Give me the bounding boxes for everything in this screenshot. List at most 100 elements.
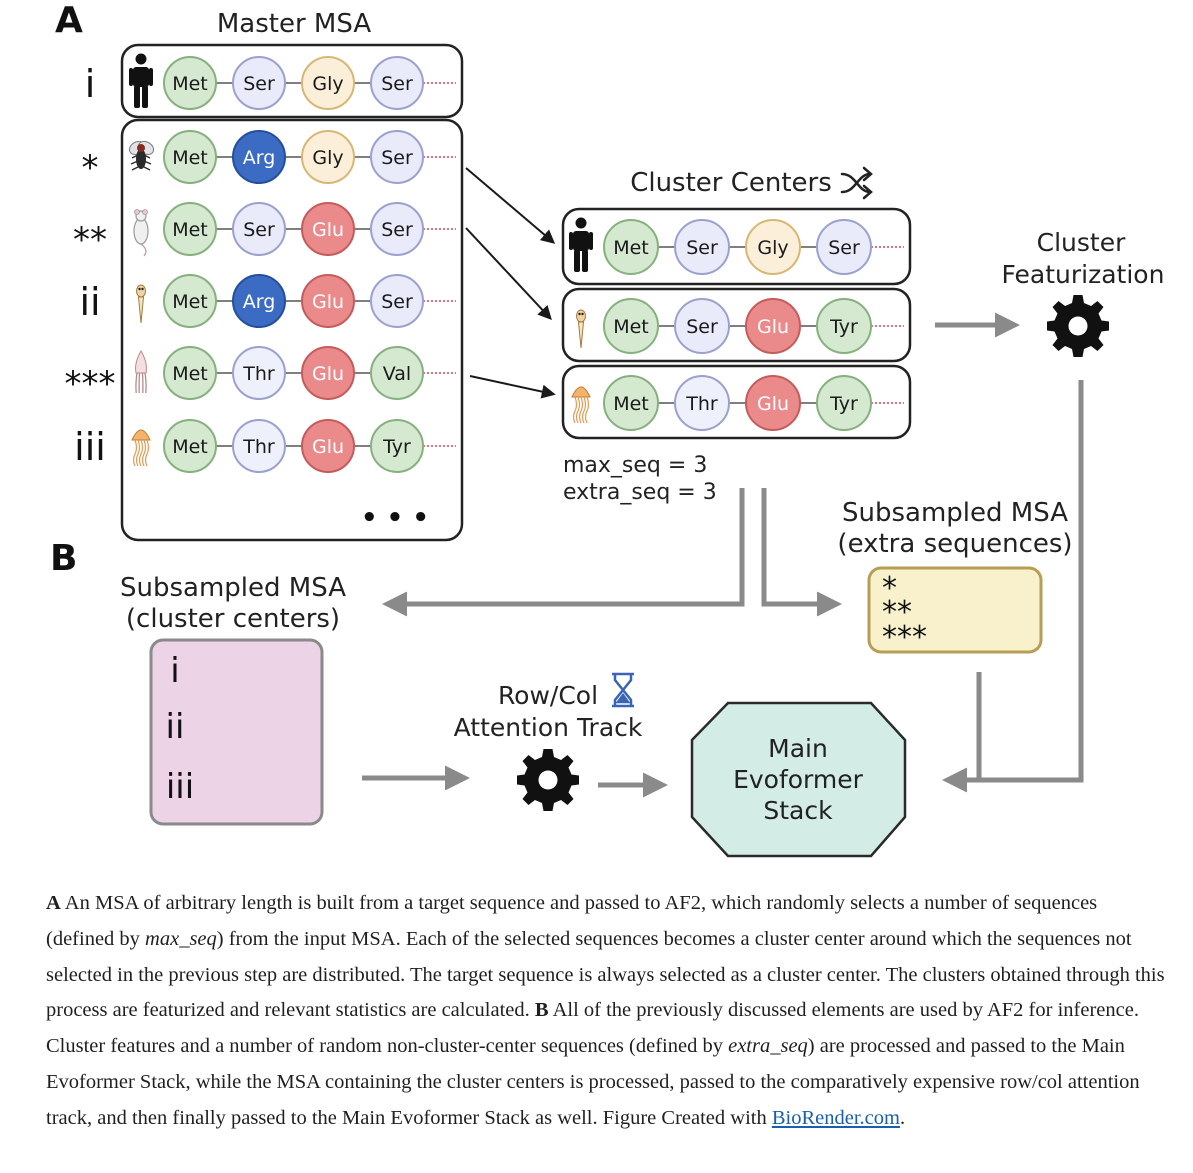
- fly-icon: [128, 140, 155, 171]
- mouse-icon: [133, 209, 149, 257]
- zebrafish-icon: [576, 309, 586, 349]
- residue-met: Met: [603, 298, 659, 354]
- residue-label: Arg: [243, 291, 276, 313]
- residue-label: Val: [383, 363, 411, 385]
- residue-met: Met: [163, 346, 217, 400]
- caption-a-text-1: An MSA of arbitrary length is built from…: [46, 892, 1098, 950]
- human-icon: [569, 217, 593, 272]
- row-marker: ii: [79, 280, 100, 324]
- residue-glu: Glu: [301, 419, 355, 473]
- cluster-center-row: Met Ser Glu Tyr: [576, 298, 904, 354]
- row-marker: i: [85, 62, 96, 106]
- jellyfish-icon: [571, 386, 591, 424]
- residue-tyr: Tyr: [816, 375, 872, 431]
- residue-ser: Ser: [674, 219, 730, 275]
- subsampled-extra-item-3: ***: [882, 620, 927, 655]
- subsampled-clusters-box: [149, 638, 324, 826]
- residue-label: Tyr: [382, 436, 411, 458]
- residue-label: Met: [172, 73, 208, 95]
- human-icon: [129, 53, 153, 108]
- cluster-center-box-1: [561, 207, 912, 286]
- cluster-center-row: Met Ser Gly Ser: [569, 217, 904, 275]
- evoformer-label-2: Evoformer: [733, 765, 864, 794]
- subsampled-extra-item-2: **: [882, 595, 912, 630]
- residue-label: Ser: [381, 219, 413, 241]
- subsampled-clusters-item-1: i: [170, 651, 179, 691]
- residue-val: Val: [370, 346, 424, 400]
- residue-met: Met: [163, 274, 217, 328]
- residue-met: Met: [163, 56, 217, 110]
- residue-label: Gly: [757, 237, 788, 259]
- panel-a-label: A: [55, 0, 83, 41]
- cluster-arrow-1: [465, 167, 556, 244]
- residue-label: Gly: [312, 73, 343, 95]
- subsampled-clusters-item-3: iii: [166, 767, 194, 807]
- residue-ser: Ser: [370, 130, 424, 184]
- residue-arg: Arg: [232, 274, 286, 328]
- attention-track-label-2: Attention Track: [454, 713, 643, 742]
- residue-label: Ser: [828, 237, 860, 259]
- residue-glu: Glu: [301, 202, 355, 256]
- residue-label: Met: [172, 291, 208, 313]
- cluster-arrow-3: [469, 375, 556, 399]
- caption-max-seq: max_seq: [145, 927, 217, 950]
- residue-label: Glu: [757, 393, 789, 415]
- master-sequence-box: [120, 43, 464, 119]
- residue-label: Thr: [242, 436, 275, 458]
- residue-glu: Glu: [301, 346, 355, 400]
- residue-label: Tyr: [829, 316, 858, 338]
- cluster-arrow-2: [465, 227, 552, 321]
- extra-seq-label: extra_seq = 3: [563, 480, 717, 505]
- residue-glu: Glu: [745, 298, 801, 354]
- residue-label: Glu: [757, 316, 789, 338]
- biorender-link[interactable]: BioRender.com: [771, 1106, 900, 1129]
- residue-ser: Ser: [232, 202, 286, 256]
- residue-glu: Glu: [301, 274, 355, 328]
- caption-extra-seq: extra_seq: [728, 1035, 808, 1058]
- caption-end: .: [899, 1106, 906, 1129]
- residue-met: Met: [163, 202, 217, 256]
- cluster-featurization-label-2: Featurization: [1002, 260, 1165, 289]
- residue-label: Met: [172, 363, 208, 385]
- master-msa-title: Master MSA: [217, 9, 371, 39]
- residue-label: Ser: [381, 73, 413, 95]
- residue-label: Glu: [312, 291, 344, 313]
- cluster-centers-title: Cluster Centers: [630, 168, 832, 198]
- residue-label: Glu: [312, 436, 344, 458]
- gear-icon: [1047, 295, 1109, 357]
- row-marker: *: [82, 148, 99, 188]
- residue-glu: Glu: [745, 375, 801, 431]
- residue-label: Thr: [242, 363, 275, 385]
- subsampled-clusters-title-2: (cluster centers): [126, 604, 340, 634]
- residue-ser: Ser: [370, 56, 424, 110]
- evoformer-label-1: Main: [768, 734, 828, 763]
- residue-met: Met: [603, 375, 659, 431]
- gear-icon: [517, 749, 579, 811]
- residue-label: Ser: [243, 219, 275, 241]
- residue-ser: Ser: [674, 298, 730, 354]
- residue-tyr: Tyr: [816, 298, 872, 354]
- residue-label: Ser: [686, 237, 718, 259]
- more-sequences-ellipsis: • • •: [361, 503, 429, 533]
- residue-gly: Gly: [301, 56, 355, 110]
- caption-a-label: A: [46, 892, 61, 914]
- residue-ser: Ser: [370, 202, 424, 256]
- residue-met: Met: [163, 130, 217, 184]
- cluster-featurization-label-1: Cluster: [1037, 228, 1126, 257]
- cluster-center-box-2: [561, 287, 912, 363]
- subsampled-extra-title-1: Subsampled MSA: [842, 498, 1068, 528]
- residue-label: Met: [613, 393, 649, 415]
- max-seq-label: max_seq = 3: [563, 453, 707, 478]
- jellyfish-icon: [131, 429, 151, 467]
- subsampled-clusters-title-1: Subsampled MSA: [120, 573, 346, 603]
- caption-b-text-1: All of the previously discussed elements…: [46, 999, 1139, 1058]
- shuffle-icon: [840, 166, 873, 200]
- residue-met: Met: [603, 219, 659, 275]
